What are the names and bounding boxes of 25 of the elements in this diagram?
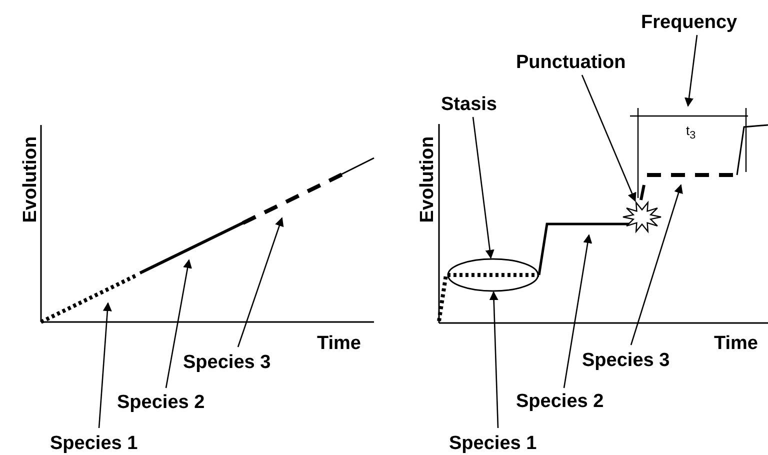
leader-arrow — [472, 116, 494, 259]
leader-arrow — [630, 184, 683, 346]
leader-arrow — [98, 302, 112, 428]
axis-label: Evolution — [418, 136, 437, 223]
leader-arrow — [684, 34, 698, 107]
leader-arrow — [165, 259, 192, 388]
annotation-label: Species 1 — [50, 434, 138, 453]
annotation-label: Species 3 — [183, 353, 271, 372]
axis-label: Time — [714, 334, 758, 353]
starburst-shape — [622, 201, 662, 233]
annotation-label: Frequency — [641, 13, 738, 32]
leader-arrow — [563, 234, 592, 388]
annotation-label: Species 2 — [516, 392, 604, 411]
annotation-label: Species 3 — [582, 351, 670, 370]
annotation-label: Punctuation — [516, 53, 626, 72]
interval-label: t$_{3}$ — [686, 124, 696, 142]
leader-arrow — [581, 74, 636, 202]
stasis-ellipse — [447, 258, 539, 292]
leader-arrow — [489, 291, 499, 428]
annotation-label: Stasis — [441, 95, 497, 114]
leader-arrow — [237, 217, 284, 348]
annotation-label: Species 1 — [449, 434, 537, 453]
annotation-label: Species 2 — [117, 393, 205, 412]
axis-label: Time — [317, 334, 362, 353]
axis-label: Evolution — [20, 136, 40, 223]
